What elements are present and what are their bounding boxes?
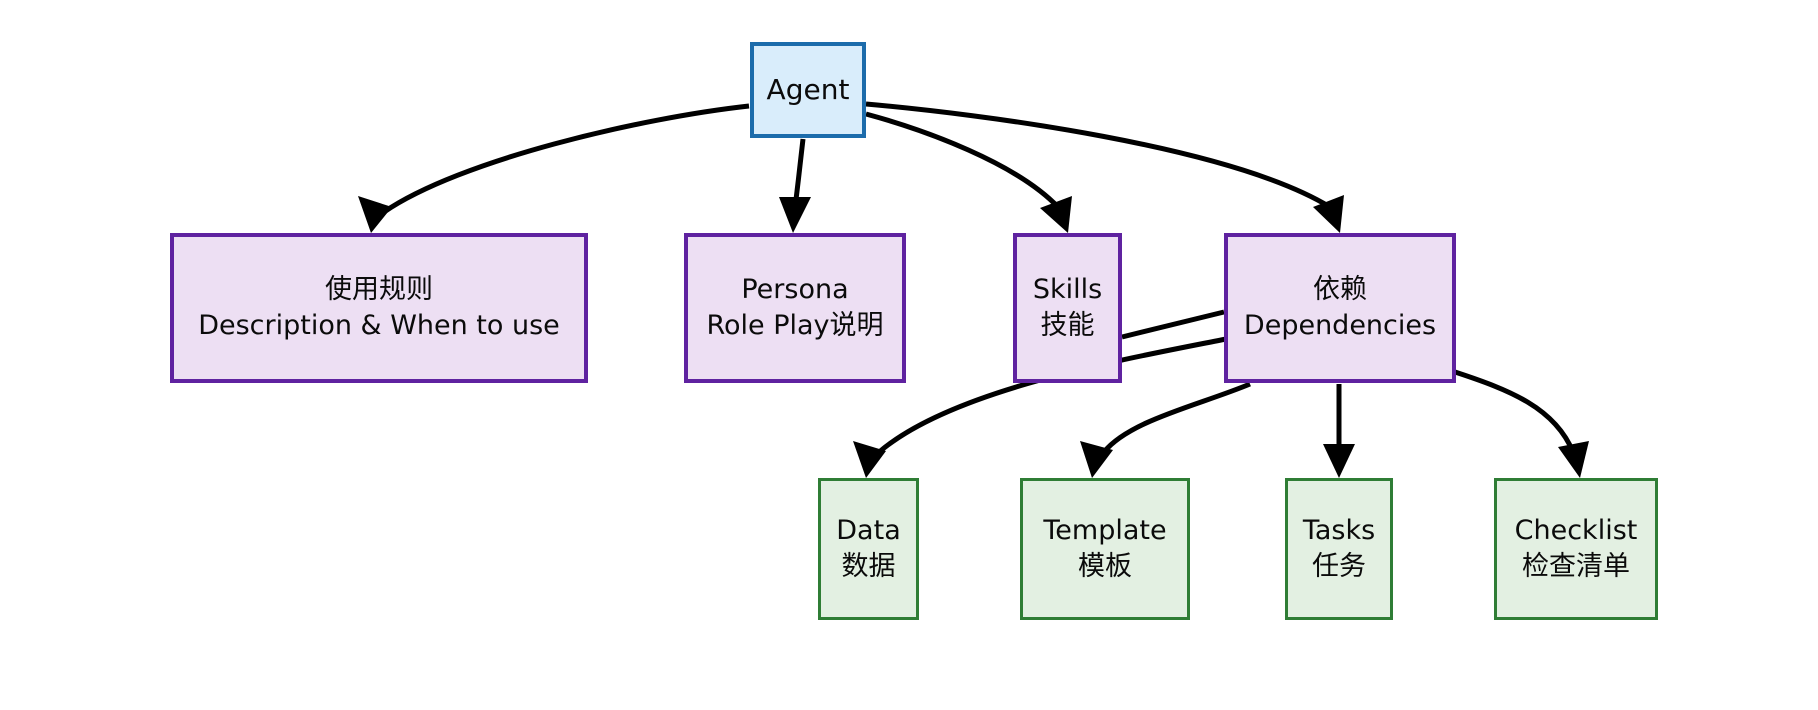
node-data-line1: Data xyxy=(836,515,901,547)
edge-dependencies-checklist xyxy=(1454,369,1589,478)
node-tasks[interactable]: Tasks 任务 xyxy=(1285,478,1393,620)
node-template-line1: Template xyxy=(1043,515,1167,547)
node-template[interactable]: Template 模板 xyxy=(1020,478,1190,620)
node-tasks-line2: 任务 xyxy=(1312,551,1366,582)
edge-agent-dependencies xyxy=(865,101,1344,233)
edge-skills-dependencies xyxy=(1121,309,1225,340)
node-checklist-line2: 检查清单 xyxy=(1522,551,1630,582)
edge-agent-skills xyxy=(865,111,1072,233)
node-template-line2: 模板 xyxy=(1078,551,1132,582)
node-data-line2: 数据 xyxy=(841,551,896,582)
node-tasks-line1: Tasks xyxy=(1302,515,1376,547)
node-description[interactable]: 使用规则 Description & When to use xyxy=(170,233,588,383)
edge-agent-persona xyxy=(779,138,811,233)
node-description-line1: 使用规则 xyxy=(325,274,433,306)
node-agent-label: Agent xyxy=(766,72,850,106)
node-description-line2: Description & When to use xyxy=(198,310,560,341)
node-persona-line2: Role Play说明 xyxy=(706,310,884,341)
node-dependencies-line1: 依赖 xyxy=(1313,274,1367,306)
node-persona-line1: Persona xyxy=(741,274,849,306)
node-checklist[interactable]: Checklist 检查清单 xyxy=(1494,478,1658,620)
node-checklist-line1: Checklist xyxy=(1514,515,1638,547)
node-dependencies[interactable]: 依赖 Dependencies xyxy=(1224,233,1456,383)
edge-agent-description xyxy=(358,103,750,233)
node-persona[interactable]: Persona Role Play说明 xyxy=(684,233,906,383)
node-skills-line1: Skills xyxy=(1032,274,1103,306)
node-agent[interactable]: Agent xyxy=(750,42,866,138)
node-dependencies-line2: Dependencies xyxy=(1243,310,1437,341)
edge-dependencies-tasks xyxy=(1323,384,1355,478)
node-data[interactable]: Data 数据 xyxy=(818,478,919,620)
node-skills[interactable]: Skills 技能 xyxy=(1013,233,1122,383)
edge-dependencies-template xyxy=(1080,381,1251,478)
node-skills-line2: 技能 xyxy=(1040,310,1095,341)
